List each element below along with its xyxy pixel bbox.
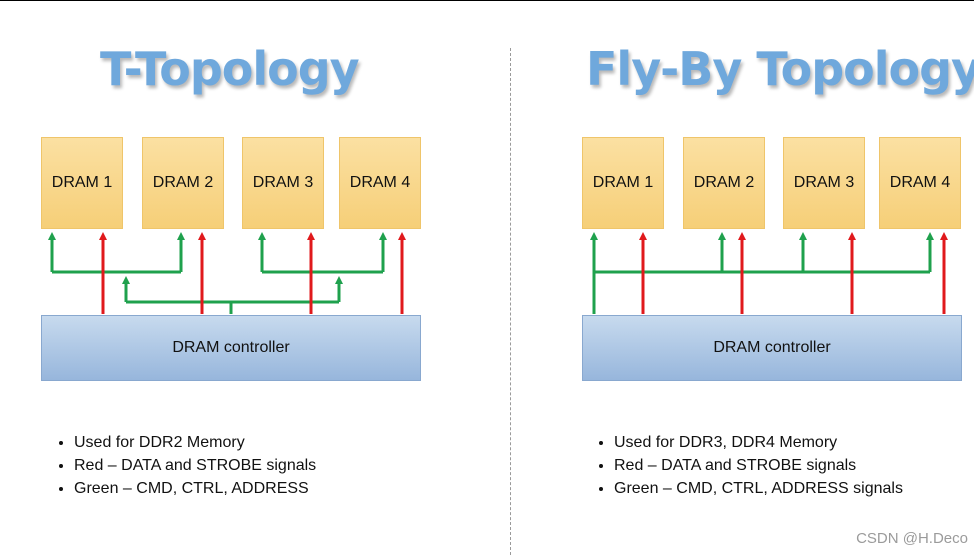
left-dram-4: DRAM 4 [339, 137, 421, 229]
right-dram-3: DRAM 3 [783, 137, 865, 229]
right-dram-controller: DRAM controller [582, 315, 962, 381]
fly-by-topology-title: Fly-By Topology [586, 42, 974, 96]
right-dram-4: DRAM 4 [879, 137, 961, 229]
left-bullet-green: Green – CMD, CTRL, ADDRESS [74, 477, 316, 500]
right-dram-1: DRAM 1 [582, 137, 664, 229]
left-bullet-usage: Used for DDR2 Memory [74, 431, 316, 454]
right-dram-2: DRAM 2 [683, 137, 765, 229]
left-dram-1: DRAM 1 [41, 137, 123, 229]
left-bullet-red: Red – DATA and STROBE signals [74, 454, 316, 477]
right-bullet-list: Used for DDR3, DDR4 Memory Red – DATA an… [588, 431, 903, 500]
left-cmd-tree [48, 232, 387, 314]
right-bullet-red: Red – DATA and STROBE signals [614, 454, 903, 477]
watermark-text: CSDN @H.Deco [856, 530, 968, 547]
right-cmd-bus [590, 232, 934, 314]
left-bullet-list: Used for DDR2 Memory Red – DATA and STRO… [48, 431, 316, 500]
left-dram-3: DRAM 3 [242, 137, 324, 229]
top-border-line [0, 0, 974, 1]
t-topology-title: T-Topology [100, 42, 360, 96]
right-data-lines [639, 232, 948, 314]
right-bullet-usage: Used for DDR3, DDR4 Memory [614, 431, 903, 454]
panel-divider [510, 48, 511, 555]
left-dram-2: DRAM 2 [142, 137, 224, 229]
right-bullet-green: Green – CMD, CTRL, ADDRESS signals [614, 477, 903, 500]
left-data-lines [99, 232, 406, 314]
left-dram-controller: DRAM controller [41, 315, 421, 381]
